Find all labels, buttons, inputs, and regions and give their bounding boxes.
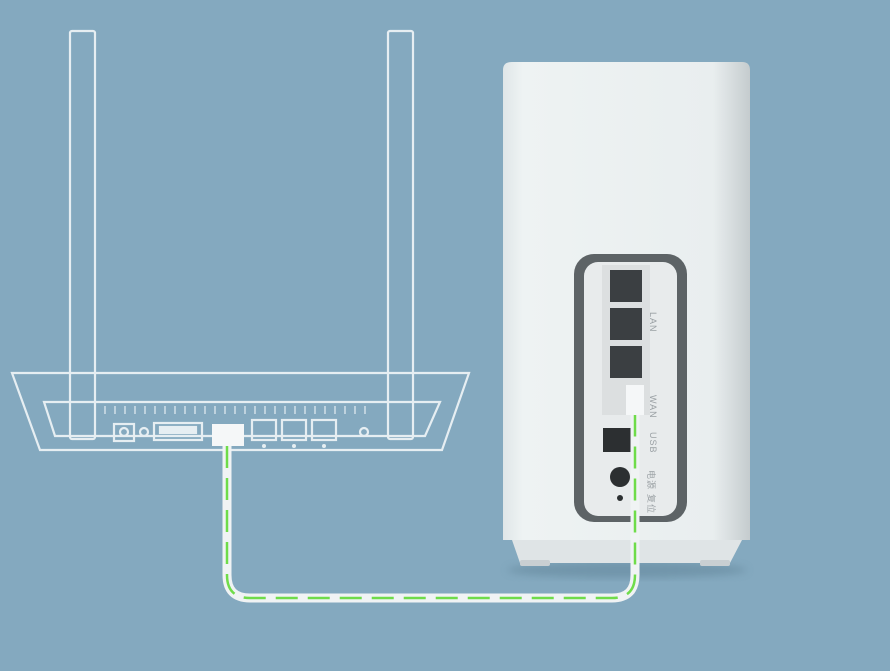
- vent-slots: [104, 406, 366, 414]
- antenna-right: [386, 29, 415, 441]
- antenna-left: [68, 29, 97, 441]
- reset-label: 复位: [646, 494, 656, 515]
- power-label: 电源: [646, 470, 656, 491]
- lan-label: LAN: [648, 312, 658, 333]
- wan-label: WAN: [648, 395, 658, 419]
- usb-label: USB: [648, 432, 658, 454]
- ethernet-cable: [212, 385, 644, 603]
- old-router-outline: [10, 29, 471, 452]
- mesh-router: [503, 62, 750, 578]
